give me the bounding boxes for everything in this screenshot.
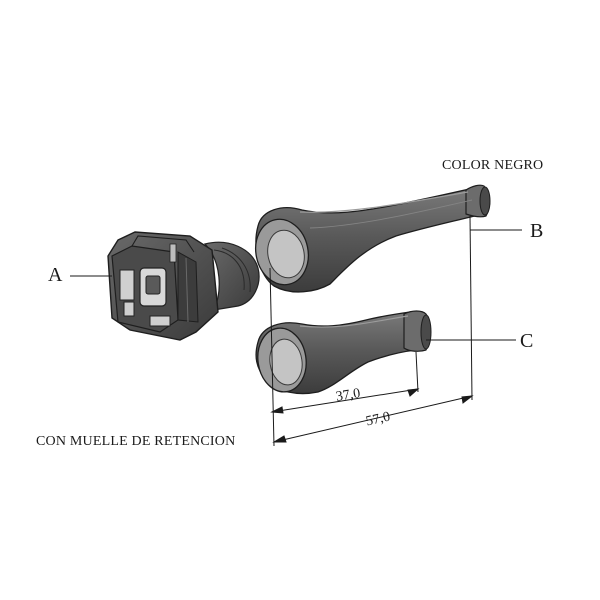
dim-line-short: [271, 388, 419, 413]
connector-a: [107, 231, 260, 341]
connector-collar: [203, 241, 260, 311]
boot-b: [255, 184, 491, 293]
label-a: A: [48, 264, 63, 286]
label-b: B: [530, 220, 544, 242]
dimension-lines: [269, 215, 474, 447]
boot-c: [255, 310, 432, 395]
spring-note: CON MUELLE DE RETENCION: [36, 434, 236, 449]
dim-line-long: [273, 395, 473, 443]
label-c: C: [520, 330, 534, 352]
color-note: COLOR NEGRO: [442, 158, 544, 173]
